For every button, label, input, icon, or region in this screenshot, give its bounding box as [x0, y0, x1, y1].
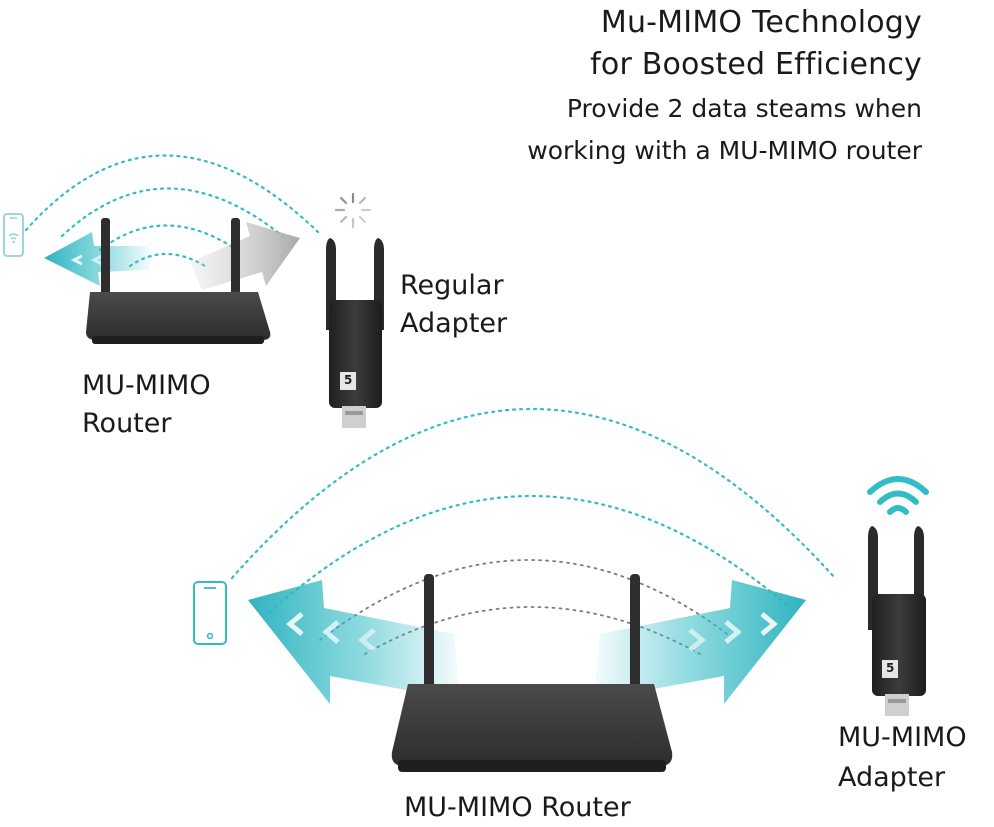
router-icon [391, 574, 673, 772]
regular-adapter-label-2: Adapter [400, 308, 508, 339]
usb-adapter-icon [326, 238, 384, 428]
phone-icon [3, 213, 24, 257]
wifi-icon [867, 476, 929, 515]
adapter-badge: 5 [344, 373, 353, 387]
usb-adapter-icon [868, 526, 926, 716]
subheading-line-2: working with a MU-MIMO router [527, 136, 922, 165]
adapter-badge: 5 [886, 661, 895, 675]
bottom-router-label: MU-MIMO Router [404, 792, 631, 823]
signal-arrow-icon [44, 232, 150, 286]
mumimo-adapter-label-1: MU-MIMO [838, 722, 967, 753]
signal-arrow-icon [594, 580, 806, 704]
heading-line-1: Mu-MIMO Technology [600, 5, 922, 40]
top-router-label-1: MU-MIMO [82, 370, 211, 401]
signal-arrow-icon [248, 580, 460, 704]
heading-line-2: for Boosted Efficiency [590, 47, 922, 82]
loading-spinner-icon [334, 192, 372, 229]
top-router-label-2: Router [82, 408, 172, 439]
heading-block: Mu-MIMO Technology for Boosted Efficienc… [527, 2, 922, 172]
regular-adapter-label-1: Regular [400, 270, 504, 301]
signal-arrow-icon [190, 222, 300, 290]
mumimo-adapter-label-2: Adapter [838, 762, 946, 793]
subheading-line-1: Provide 2 data steams when [566, 94, 922, 123]
router-icon [86, 218, 271, 344]
phone-icon [193, 581, 227, 645]
